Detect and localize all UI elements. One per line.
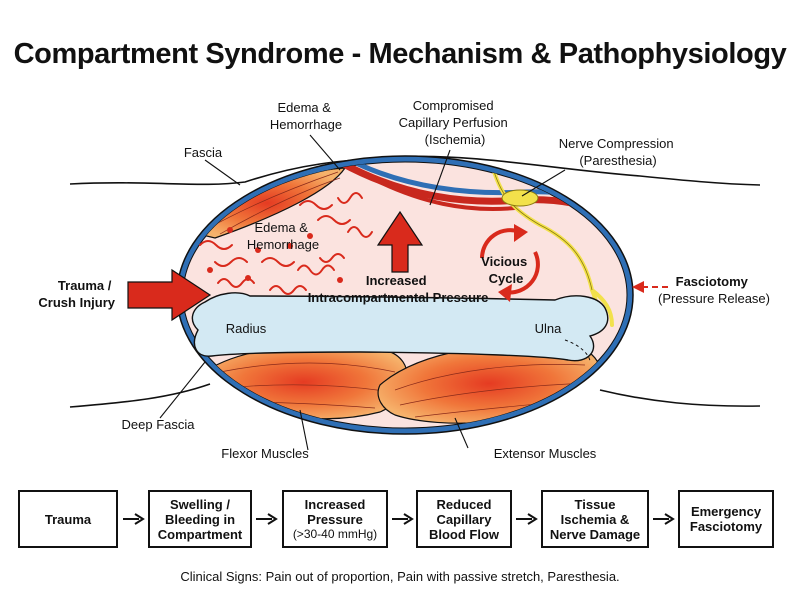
- label-capillary-perfusion: Compromised Capillary Perfusion (Ischemi…: [399, 98, 512, 147]
- label-nerve-compression: Nerve Compression (Paresthesia): [559, 136, 678, 168]
- label-edema-inner: Edema & Hemorrhage: [247, 220, 319, 252]
- label-trauma: Trauma / Crush Injury: [38, 278, 115, 310]
- flow-arrow-icon: [123, 513, 145, 525]
- label-extensor-muscles: Extensor Muscles: [494, 446, 597, 461]
- label-ulna: Ulna: [535, 321, 563, 336]
- clinical-signs: Clinical Signs: Pain out of proportion, …: [180, 569, 620, 584]
- compartment-diagram: Fascia Edema & Hemorrhage Compromised Ca…: [38, 98, 770, 461]
- label-flexor-muscles: Flexor Muscles: [221, 446, 309, 461]
- page-title: Compartment Syndrome - Mechanism & Patho…: [13, 38, 787, 70]
- label-vicious-cycle: Vicious Cycle: [481, 254, 531, 286]
- flow-step-trauma: Trauma: [18, 490, 118, 548]
- label-fascia: Fascia: [184, 145, 223, 160]
- vicious-cycle-icon: [480, 228, 540, 295]
- flow-step-ischemia: Tissue Ischemia & Nerve Damage: [541, 490, 649, 548]
- flow-step-pressure: Increased Pressure (>30-40 mmHg): [282, 490, 388, 548]
- flow-step-swelling: Swelling / Bleeding in Compartment: [148, 490, 252, 548]
- skin-outline-bottom: [69, 383, 761, 408]
- edema-hemorrhage-marks: [199, 192, 373, 295]
- nerve-compression-site: [501, 189, 539, 207]
- label-radius: Radius: [226, 321, 267, 336]
- label-fasciotomy: Fasciotomy (Pressure Release): [658, 273, 770, 306]
- flow-step-fasciotomy: Emergency Fasciotomy: [678, 490, 774, 548]
- flow-arrow-icon: [392, 513, 414, 525]
- bone: [191, 292, 609, 362]
- label-increased-pressure: Increased Intracompartmental Pressure: [308, 273, 489, 305]
- label-edema-top: Edema & Hemorrhage: [270, 100, 342, 132]
- flow-arrow-icon: [653, 513, 675, 525]
- pressure-up-arrow: [376, 210, 424, 273]
- flow-arrow-icon: [256, 513, 278, 525]
- flow-step-blood-flow: Reduced Capillary Blood Flow: [416, 490, 512, 548]
- flow-arrow-icon: [516, 513, 538, 525]
- label-deep-fascia: Deep Fascia: [122, 417, 196, 432]
- trauma-arrow: [127, 268, 212, 322]
